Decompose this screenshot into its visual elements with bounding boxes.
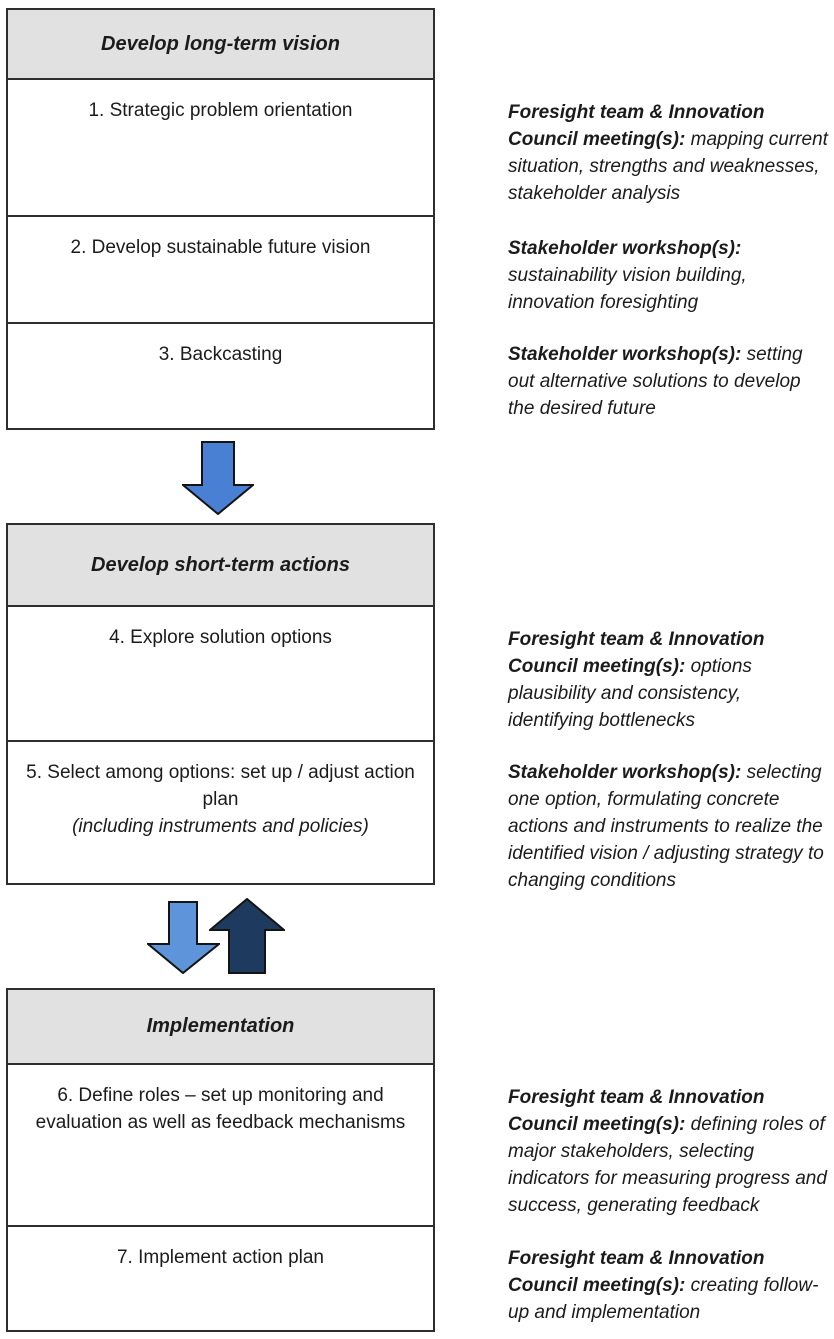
note-lead: Stakeholder workshop(s): xyxy=(508,238,742,259)
step-label-2: 2. Develop sustainable future vision xyxy=(70,237,371,258)
note-lead: Foresight team & Innovation Council meet… xyxy=(508,629,765,677)
step-row-2: 2. Develop sustainable future vision xyxy=(8,215,433,322)
note-step-2: Stakeholder workshop(s): sustainability … xyxy=(508,235,830,316)
step-row-3: 3. Backcasting xyxy=(8,322,433,426)
note-step-6: Foresight team & Innovation Council meet… xyxy=(508,1084,830,1219)
note-body: selecting one option, formulating concre… xyxy=(508,762,824,891)
phase-title: Implementation xyxy=(146,1015,295,1037)
down-arrow-icon xyxy=(147,901,220,974)
phase-box-long-term-vision: Develop long-term vision 1. Strategic pr… xyxy=(6,8,435,430)
step-label-6: 6. Define roles – set up monitoring and … xyxy=(35,1085,406,1133)
note-body: creating follow-up and implementation xyxy=(508,1275,819,1323)
note-body: defining roles of major stakeholders, se… xyxy=(508,1114,827,1216)
note-body: setting out alternative solutions to dev… xyxy=(508,344,803,419)
step-label-5-sub: (including instruments and policies) xyxy=(72,816,369,837)
step-row-6: 6. Define roles – set up monitoring and … xyxy=(8,1065,433,1225)
note-step-3: Stakeholder workshop(s): setting out alt… xyxy=(508,341,830,422)
note-body: options plausibility and consistency, id… xyxy=(508,656,752,731)
note-lead: Stakeholder workshop(s): xyxy=(508,344,742,365)
phase-header-implementation: Implementation xyxy=(8,990,433,1065)
phase-box-implementation: Implementation 6. Define roles – set up … xyxy=(6,988,435,1332)
step-label-5: 5. Select among options: set up / adjust… xyxy=(26,762,415,810)
note-step-1: Foresight team & Innovation Council meet… xyxy=(508,99,830,207)
up-arrow-shape xyxy=(209,898,285,974)
down-arrow-shape xyxy=(147,901,220,974)
phase-title: Develop short-term actions xyxy=(91,553,350,576)
note-body: sustainability vision building, innovati… xyxy=(508,265,747,313)
step-row-1: 1. Strategic problem orientation xyxy=(8,80,433,215)
phase-header-short-term-actions: Develop short-term actions xyxy=(8,525,433,607)
step-row-4: 4. Explore solution options xyxy=(8,607,433,740)
step-label-7: 7. Implement action plan xyxy=(116,1247,324,1268)
phase-header-long-term-vision: Develop long-term vision xyxy=(8,10,433,80)
note-lead: Foresight team & Innovation Council meet… xyxy=(508,1087,765,1135)
step-row-7: 7. Implement action plan xyxy=(8,1225,433,1326)
phase-box-short-term-actions: Develop short-term actions 4. Explore so… xyxy=(6,523,435,885)
note-step-5: Stakeholder workshop(s): selecting one o… xyxy=(508,759,830,894)
up-arrow-icon xyxy=(209,898,285,974)
step-row-5: 5. Select among options: set up / adjust… xyxy=(8,740,433,879)
note-body: mapping current situation, strengths and… xyxy=(508,129,828,204)
phase-title: Develop long-term vision xyxy=(101,32,340,55)
note-lead: Foresight team & Innovation Council meet… xyxy=(508,1248,765,1296)
step-label-4: 4. Explore solution options xyxy=(109,627,332,648)
down-arrow-icon xyxy=(182,441,254,515)
down-arrow-shape xyxy=(182,441,254,515)
step-label-3: 3. Backcasting xyxy=(158,344,283,365)
note-lead: Stakeholder workshop(s): xyxy=(508,762,742,783)
step-label-1: 1. Strategic problem orientation xyxy=(88,100,353,121)
note-lead: Foresight team & Innovation Council meet… xyxy=(508,102,765,150)
note-step-7: Foresight team & Innovation Council meet… xyxy=(508,1245,830,1326)
note-step-4: Foresight team & Innovation Council meet… xyxy=(508,626,830,734)
